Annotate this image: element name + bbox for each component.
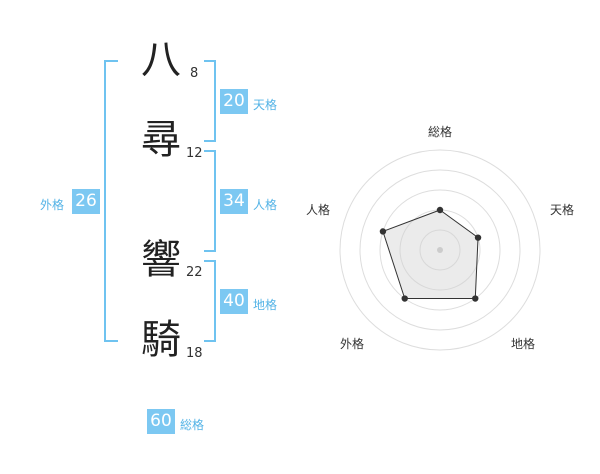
radar-point-5: [379, 228, 387, 235]
radar-ring-3: [379, 189, 501, 311]
jin-label: 人格: [253, 198, 278, 212]
axis-label-gai: 外格: [340, 337, 365, 351]
name-breakdown: 八 8 尋 12 響 22 騎 18 外格 26 20 天格 34 人格 40 …: [0, 0, 300, 470]
radar-ring-5: [339, 149, 541, 351]
character-3: 響: [141, 237, 181, 283]
radar-center: [437, 247, 443, 253]
sou-label: 総格: [180, 418, 205, 432]
chi-label: 地格: [253, 298, 278, 312]
character-4: 騎: [141, 317, 181, 363]
character-1: 八: [141, 37, 181, 83]
axis-label-ten: 天格: [550, 203, 575, 217]
gai-badge: 26: [72, 189, 100, 214]
axis-label-sou: 総格: [428, 125, 453, 139]
outer-bracket: [104, 60, 118, 342]
chi-bracket: [204, 260, 216, 342]
radar-chart: 総格 天格 地格 外格 人格: [300, 0, 600, 470]
axis-label-jin: 人格: [306, 203, 331, 217]
radar-point-3: [472, 295, 479, 302]
character-1-strokes: 8: [190, 66, 199, 81]
character-2: 尋: [141, 117, 181, 163]
gai-label: 外格: [40, 198, 65, 212]
radar-svg: [339, 149, 541, 351]
radar-ring-4: [359, 169, 521, 331]
radar-area: [382, 209, 479, 300]
radar-ring-1: [419, 229, 461, 271]
character-4-strokes: 18: [186, 346, 203, 361]
ten-badge: 20: [220, 89, 248, 114]
radar-point-1: [436, 206, 444, 214]
jin-badge: 34: [220, 189, 248, 214]
character-2-strokes: 12: [186, 146, 203, 161]
axis-label-chi: 地格: [511, 337, 536, 351]
ten-label: 天格: [253, 98, 278, 112]
jin-bracket: [204, 150, 216, 252]
ten-bracket: [204, 60, 216, 142]
sou-badge: 60: [147, 409, 175, 434]
character-3-strokes: 22: [186, 265, 203, 280]
chi-badge: 40: [220, 289, 248, 314]
radar-point-2: [474, 234, 482, 241]
radar-point-4: [401, 295, 408, 302]
